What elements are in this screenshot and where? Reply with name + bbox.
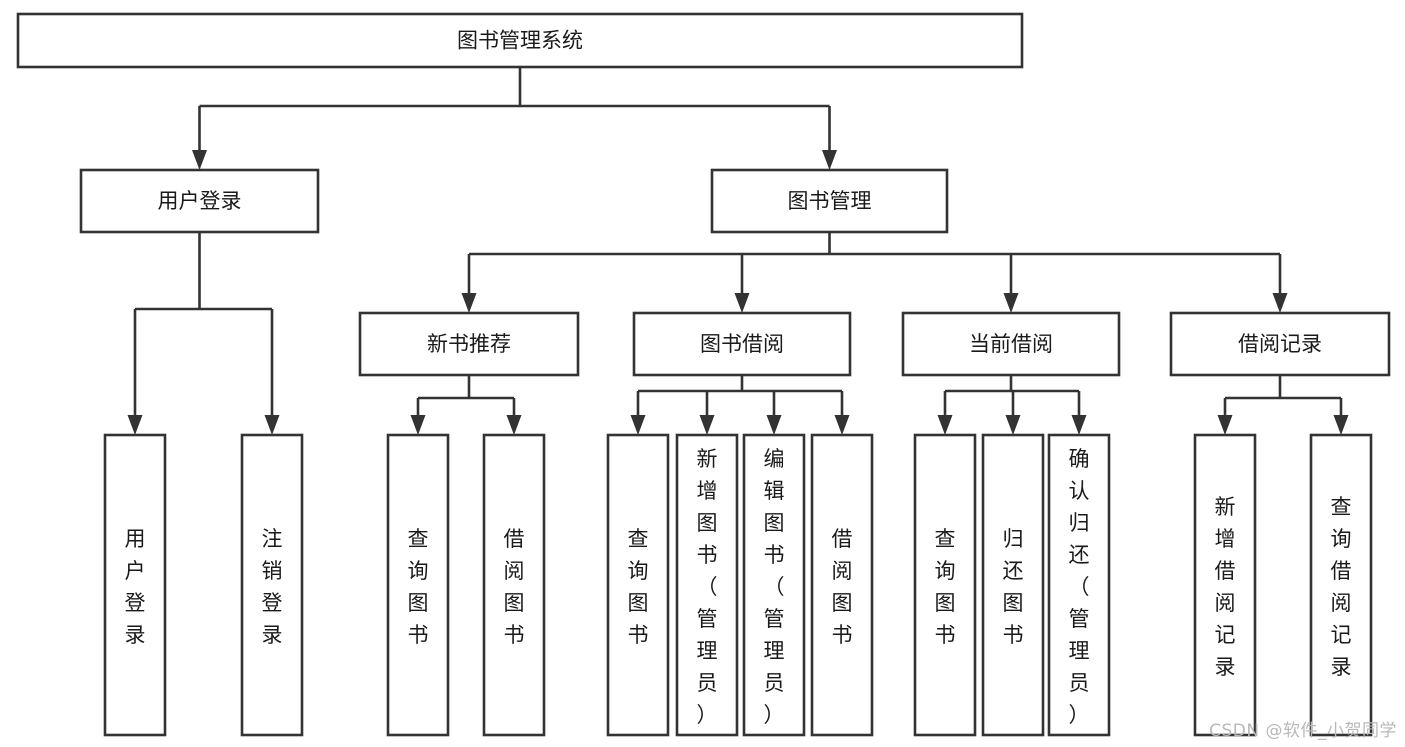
node-box bbox=[901, 311, 1121, 377]
node-layer: 图书管理系统用户登录图书管理新书推荐图书借阅当前借阅借阅记录用户登录注销登录查询… bbox=[16, 12, 1391, 737]
node-leaf-new-query[interactable]: 查询图书 bbox=[386, 433, 450, 737]
node-leaf-b-edit[interactable]: 编辑图书（管理员） bbox=[742, 433, 806, 737]
node-box bbox=[79, 168, 320, 234]
node-box bbox=[606, 433, 670, 737]
node-label: 新书推荐 bbox=[427, 332, 511, 356]
node-box bbox=[1169, 311, 1391, 377]
connector-group bbox=[937, 375, 1087, 435]
connector-group bbox=[461, 232, 1288, 313]
node-label: 查询图书 bbox=[935, 527, 956, 647]
node-label: 图书管理 bbox=[788, 189, 872, 213]
node-label: 借阅图书 bbox=[832, 527, 853, 647]
node-label: 查询图书 bbox=[408, 527, 429, 647]
node-l3-new-book[interactable]: 新书推荐 bbox=[358, 311, 580, 377]
node-label: 归还图书 bbox=[1003, 527, 1024, 647]
node-leaf-c-query[interactable]: 查询图书 bbox=[913, 433, 977, 737]
node-label: 查询借阅记录 bbox=[1331, 495, 1352, 679]
node-label: 借阅图书 bbox=[504, 527, 525, 647]
node-l3-current[interactable]: 当前借阅 bbox=[901, 311, 1121, 377]
node-box bbox=[981, 433, 1045, 737]
connector-group bbox=[192, 67, 837, 170]
node-leaf-b-borrow[interactable]: 借阅图书 bbox=[810, 433, 874, 737]
node-label: 用户登录 bbox=[158, 189, 242, 213]
node-l2-user-login[interactable]: 用户登录 bbox=[79, 168, 320, 234]
node-leaf-new-borrow[interactable]: 借阅图书 bbox=[482, 433, 546, 737]
connector-group bbox=[1217, 375, 1349, 435]
node-label: 查询图书 bbox=[628, 527, 649, 647]
node-label: 新增图书（管理员） bbox=[697, 447, 718, 727]
node-leaf-b-add[interactable]: 新增图书（管理员） bbox=[675, 433, 739, 737]
node-leaf-logout[interactable]: 注销登录 bbox=[240, 433, 304, 737]
node-leaf-user-login[interactable]: 用户登录 bbox=[103, 433, 167, 737]
node-l3-borrow[interactable]: 图书借阅 bbox=[632, 311, 852, 377]
node-box bbox=[1309, 433, 1373, 737]
node-l3-record[interactable]: 借阅记录 bbox=[1169, 311, 1391, 377]
node-box bbox=[1193, 433, 1257, 737]
node-root[interactable]: 图书管理系统 bbox=[16, 12, 1024, 69]
csdn-watermark: CSDN @软件_小贺同学 bbox=[1209, 721, 1397, 741]
node-box bbox=[482, 433, 546, 737]
node-box bbox=[913, 433, 977, 737]
node-box bbox=[240, 433, 304, 737]
node-box bbox=[675, 433, 739, 737]
node-leaf-r-add[interactable]: 新增借阅记录 bbox=[1193, 433, 1257, 737]
node-label: 注销登录 bbox=[262, 527, 283, 647]
node-label: 用户登录 bbox=[125, 527, 146, 647]
node-leaf-r-query[interactable]: 查询借阅记录 bbox=[1309, 433, 1373, 737]
connector-group bbox=[410, 375, 522, 435]
connector-layer bbox=[127, 67, 1349, 435]
node-label: 图书管理系统 bbox=[457, 29, 583, 53]
node-l2-book-manage[interactable]: 图书管理 bbox=[710, 168, 949, 234]
node-leaf-b-query[interactable]: 查询图书 bbox=[606, 433, 670, 737]
node-label: 当前借阅 bbox=[969, 332, 1053, 356]
node-box bbox=[103, 433, 167, 737]
node-label: 新增借阅记录 bbox=[1215, 495, 1236, 679]
node-leaf-c-return[interactable]: 归还图书 bbox=[981, 433, 1045, 737]
node-box bbox=[358, 311, 580, 377]
node-box bbox=[810, 433, 874, 737]
node-box bbox=[16, 12, 1024, 69]
node-box bbox=[386, 433, 450, 737]
node-box bbox=[632, 311, 852, 377]
node-leaf-c-confirm[interactable]: 确认归还（管理员） bbox=[1047, 433, 1111, 737]
node-label: 编辑图书（管理员） bbox=[764, 447, 785, 727]
node-box bbox=[710, 168, 949, 234]
connector-group bbox=[630, 375, 850, 435]
node-box bbox=[742, 433, 806, 737]
node-label: 图书借阅 bbox=[700, 332, 784, 356]
node-box bbox=[1047, 433, 1111, 737]
connector-group bbox=[127, 232, 280, 435]
node-label: 借阅记录 bbox=[1238, 332, 1322, 356]
node-label: 确认归还（管理员） bbox=[1069, 447, 1090, 727]
